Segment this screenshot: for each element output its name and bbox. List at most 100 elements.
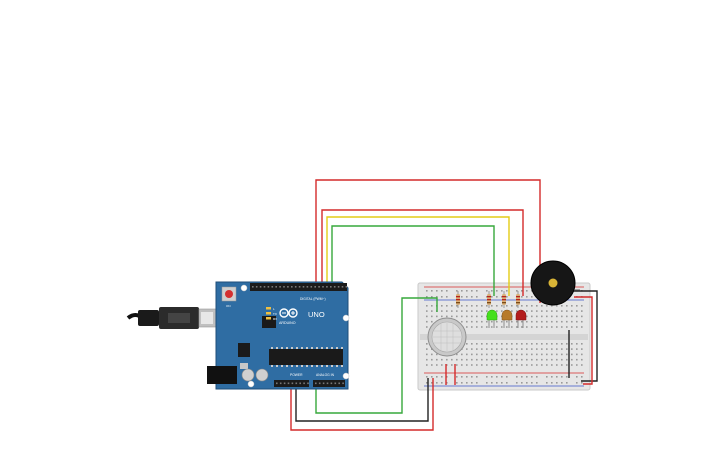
- breadboard-hole: [496, 382, 498, 384]
- breadboard-hole: [471, 348, 473, 350]
- wire-red-rail[interactable]: [574, 296, 593, 385]
- breadboard-hole: [446, 382, 448, 384]
- breadboard-hole: [446, 296, 448, 298]
- breadboard-hole: [581, 310, 583, 312]
- breadboard-hole: [491, 290, 493, 292]
- reset-button-cap[interactable]: [225, 290, 233, 298]
- wire-yellow-led[interactable]: [326, 216, 510, 296]
- breadboard-hole: [526, 364, 528, 366]
- wire-green-led[interactable]: [331, 225, 495, 296]
- breadboard-hole: [471, 296, 473, 298]
- breadboard-hole: [581, 320, 583, 323]
- breadboard-hole: [426, 315, 428, 318]
- breadboard-hole: [531, 382, 533, 384]
- wire-green-sensor[interactable]: [315, 297, 438, 414]
- breadboard-hole: [576, 320, 578, 323]
- resistors[interactable]: [456, 291, 520, 308]
- arduino-uno[interactable]: UNO ARDUINO DIGITAL (PWM~) POWER ANALOG …: [207, 281, 350, 390]
- led-orange[interactable]: [501, 309, 513, 328]
- breadboard-hole: [531, 376, 533, 378]
- chip-leg: [311, 347, 313, 349]
- chip-leg: [326, 365, 328, 367]
- breadboard-hole: [491, 348, 493, 350]
- breadboard-hole: [471, 364, 473, 366]
- breadboard-hole: [436, 353, 438, 356]
- breadboard-hole: [556, 353, 558, 356]
- breadboard-hole: [426, 364, 428, 366]
- breadboard-hole: [561, 315, 563, 318]
- breadboard-hole: [466, 305, 468, 307]
- breadboard-hole: [516, 358, 518, 361]
- breadboard-hole: [476, 364, 478, 366]
- breadboard-hole: [436, 358, 438, 361]
- header-pin: [333, 286, 336, 288]
- wire-red-5v[interactable]: [290, 378, 434, 431]
- header-pin: [275, 286, 277, 288]
- breadboard-hole: [571, 310, 573, 312]
- label-rx: RX: [273, 317, 277, 321]
- chip-leg: [306, 365, 308, 367]
- resistor-2[interactable]: [487, 291, 491, 308]
- breadboard-hole: [556, 382, 558, 384]
- breadboard-hole: [556, 343, 558, 345]
- breadboard-hole: [516, 305, 518, 307]
- breadboard-hole: [456, 290, 458, 292]
- breadboard-hole: [561, 343, 563, 345]
- breadboard-hole: [431, 382, 433, 384]
- breadboard-hole: [471, 353, 473, 356]
- piezo-buzzer[interactable]: [530, 260, 580, 306]
- breadboard-hole: [581, 382, 583, 384]
- breadboard-hole: [551, 382, 553, 384]
- wire-red-led[interactable]: [321, 209, 524, 296]
- gas-sensor[interactable]: [427, 317, 467, 357]
- header-pin: [322, 286, 324, 288]
- breadboard-hole: [551, 358, 553, 361]
- resistor-4[interactable]: [516, 291, 520, 308]
- usb-cable[interactable]: [126, 307, 217, 329]
- led-red[interactable]: [515, 309, 527, 328]
- breadboard-hole: [466, 315, 468, 318]
- breadboard-hole: [441, 315, 443, 318]
- leds[interactable]: [486, 309, 527, 328]
- digital-header: [250, 283, 347, 291]
- breadboard-hole: [516, 348, 518, 350]
- header-pin: [294, 286, 297, 288]
- breadboard-hole: [576, 310, 578, 312]
- breadboard-hole: [581, 358, 583, 361]
- header-pin: [322, 382, 325, 385]
- breadboard-hole: [551, 364, 553, 366]
- resistor-3[interactable]: [502, 291, 506, 308]
- breadboard-hole: [506, 296, 508, 298]
- breadboard-hole: [576, 315, 578, 318]
- power-jack[interactable]: [207, 366, 237, 384]
- header-pin: [283, 286, 285, 288]
- wire-black-buzzer[interactable]: [569, 290, 598, 382]
- breadboard-hole: [531, 343, 533, 345]
- crystal: [240, 363, 248, 369]
- led-green[interactable]: [486, 309, 498, 328]
- breadboard-hole: [531, 305, 533, 307]
- mount-hole-2: [342, 314, 350, 322]
- breadboard-hole: [556, 320, 558, 323]
- breadboard-hole: [566, 348, 568, 350]
- breadboard-hole: [566, 382, 568, 384]
- header-pin: [259, 286, 262, 288]
- breadboard-hole: [521, 320, 523, 323]
- wires[interactable]: [290, 179, 598, 431]
- resistor-1[interactable]: [456, 291, 460, 308]
- breadboard-hole: [496, 353, 498, 356]
- wire-black-gnd[interactable]: [295, 378, 429, 422]
- breadboard-hole: [436, 364, 438, 366]
- breadboard-hole: [471, 320, 473, 323]
- breadboard-hole: [546, 358, 548, 361]
- wire-red-buzzer[interactable]: [315, 179, 541, 303]
- chip-leg: [316, 347, 318, 349]
- breadboard-hole: [546, 382, 548, 384]
- breadboard-hole: [556, 326, 558, 328]
- chip-leg: [276, 365, 278, 367]
- breadboard-hole: [546, 348, 548, 350]
- label-tx: TX: [273, 312, 277, 316]
- breadboard-hole: [551, 353, 553, 356]
